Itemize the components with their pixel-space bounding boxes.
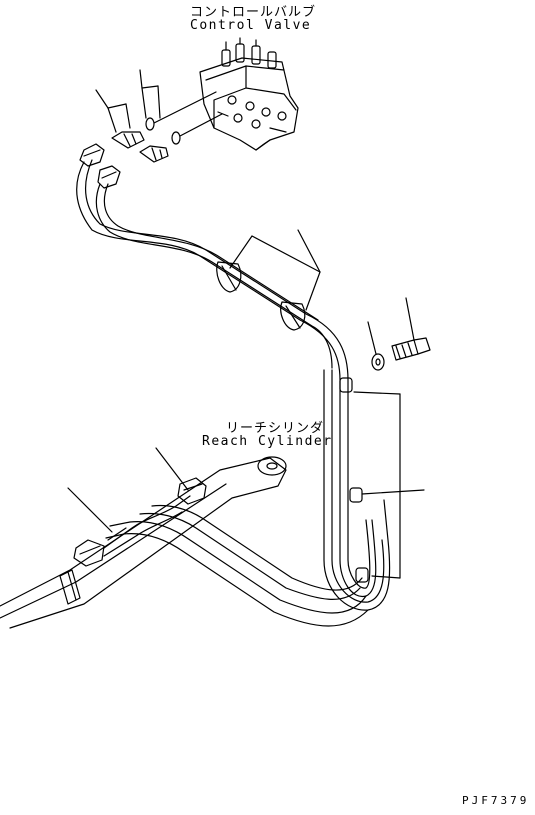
reach-cylinder-label-jp: リーチシリンダ	[226, 421, 325, 436]
hydraulic-tubes	[76, 159, 391, 627]
o-rings	[145, 91, 223, 145]
drawing-code: PJF7379	[462, 794, 530, 807]
reach-cylinder	[0, 456, 287, 629]
control-valve-label-en: Control Valve	[190, 18, 312, 33]
control-valve-label-jp: コントロールバルブ	[190, 5, 317, 20]
elbow-fittings	[111, 131, 169, 163]
reach-cylinder-label-en: Reach Cylinder	[202, 434, 333, 449]
leader-lines-cylinder	[67, 447, 189, 533]
tube-clamps-upper	[216, 261, 306, 331]
tube-clamps-vertical	[339, 377, 369, 583]
leader-lines-right	[229, 229, 425, 579]
control-valve	[199, 37, 299, 151]
hose-ends-upper	[79, 143, 121, 189]
bolt-and-washer	[371, 337, 431, 371]
leader-lines-valve	[95, 69, 161, 133]
